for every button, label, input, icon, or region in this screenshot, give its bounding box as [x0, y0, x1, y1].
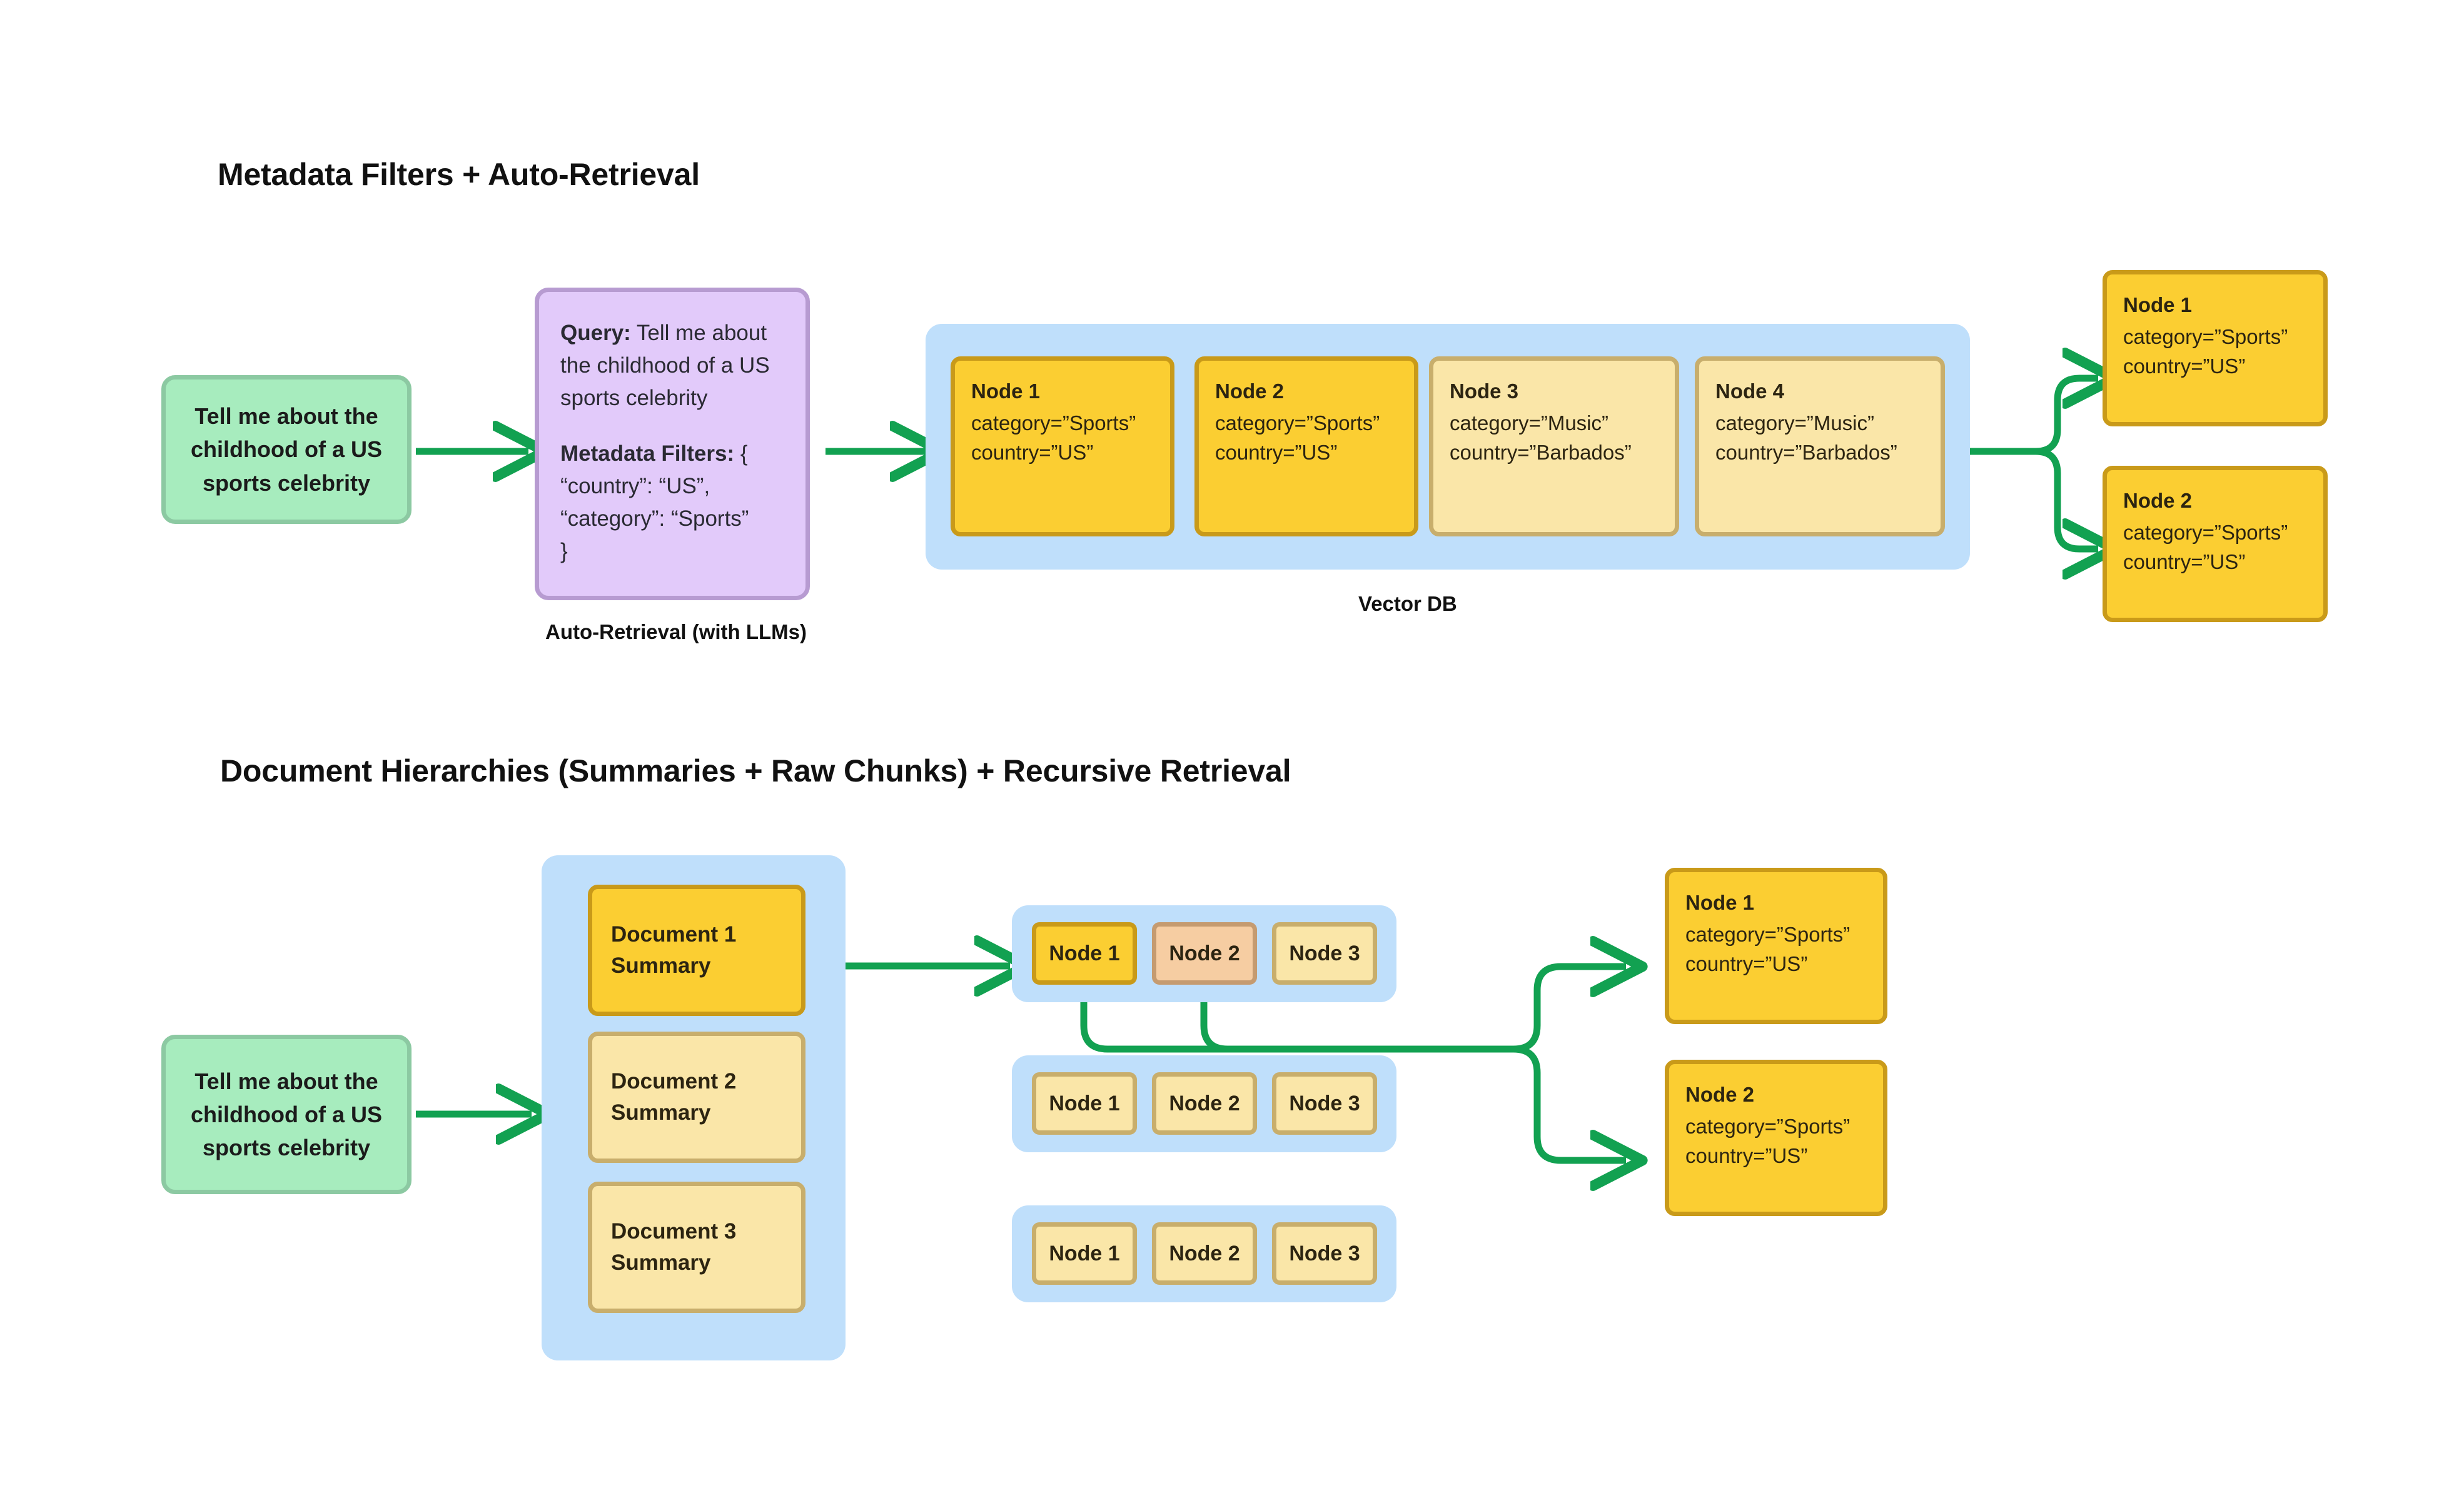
- document-2-summary[interactable]: Document 2 Summary: [588, 1032, 805, 1163]
- document-1-line1: Document 1: [611, 922, 737, 947]
- chunk-row-3-node-1-label: Node 1: [1049, 1241, 1120, 1265]
- result2-node-1-country: country=”US”: [1685, 952, 1808, 975]
- chunk-row-1-node-3-label: Node 3: [1289, 941, 1360, 965]
- vectordb-node-3-country: country=”Barbados”: [1450, 440, 1632, 464]
- result2-node-1-category: category=”Sports”: [1685, 922, 1851, 946]
- vectordb-node-1-category: category=”Sports”: [971, 411, 1136, 435]
- query-label: Query:: [560, 321, 631, 345]
- vectordb-node-2-category: category=”Sports”: [1215, 411, 1380, 435]
- result-node-2-section2[interactable]: Node 2 category=”Sports” country=”US”: [1665, 1060, 1887, 1216]
- arrow-chunk-node2-down: [1200, 1002, 1513, 1053]
- vectordb-node-3[interactable]: Node 3 category=”Music” country=”Barbado…: [1429, 356, 1679, 536]
- vectordb-node-3-category: category=”Music”: [1450, 411, 1608, 435]
- result-node-1-country: country=”US”: [2123, 354, 2246, 378]
- chunk-row-3-node-2-label: Node 2: [1169, 1241, 1240, 1265]
- chunk-row-3-node-3[interactable]: Node 3: [1272, 1222, 1377, 1285]
- vectordb-node-1-country: country=”US”: [971, 440, 1094, 464]
- chunk-row-2-node-3[interactable]: Node 3: [1272, 1072, 1377, 1135]
- vectordb-node-3-title: Node 3: [1450, 380, 1519, 403]
- result-node-1-section1[interactable]: Node 1 category=”Sports” country=”US”: [2103, 270, 2328, 426]
- metadata-filter-close: }: [560, 538, 568, 563]
- vectordb-node-4-title: Node 4: [1715, 380, 1785, 403]
- chunk-row-3-node-3-label: Node 3: [1289, 1241, 1360, 1265]
- arrow-chunk-node1-down: [1080, 1002, 1513, 1053]
- metadata-filter-category: “category”: “Sports”: [560, 506, 749, 531]
- chunk-row-3-node-2[interactable]: Node 2: [1152, 1222, 1257, 1285]
- document-3-summary[interactable]: Document 3 Summary: [588, 1182, 805, 1313]
- document-3-line2: Summary: [611, 1250, 711, 1275]
- chunk-row-2-node-2[interactable]: Node 2: [1152, 1072, 1257, 1135]
- section-title-metadata-filters: Metadata Filters + Auto-Retrieval: [218, 157, 700, 192]
- chunk-row-2-node-1-label: Node 1: [1049, 1091, 1120, 1115]
- document-2-line2: Summary: [611, 1100, 711, 1125]
- query-text: Tell me about the childhood of a US spor…: [560, 321, 770, 410]
- document-2-line1: Document 2: [611, 1069, 737, 1094]
- vectordb-node-4[interactable]: Node 4 category=”Music” country=”Barbado…: [1695, 356, 1945, 536]
- arrow-chunks-fork-bottom: [1513, 1045, 1626, 1160]
- auto-retrieval-query-line: Query: Tell me about the childhood of a …: [560, 317, 785, 414]
- document-1-summary[interactable]: Document 1 Summary: [588, 885, 805, 1016]
- chunk-row-1-node-1[interactable]: Node 1: [1032, 922, 1137, 985]
- arrow-vectordb-fork-bottom: [2035, 448, 2098, 549]
- vectordb-node-4-country: country=”Barbados”: [1715, 440, 1897, 464]
- auto-retrieval-caption: Auto-Retrieval (with LLMs): [545, 620, 807, 643]
- vectordb-node-4-category: category=”Music”: [1715, 411, 1874, 435]
- vectordb-node-2-title: Node 2: [1215, 380, 1285, 403]
- auto-retrieval-box: Query: Tell me about the childhood of a …: [535, 288, 810, 600]
- result2-node-2-country: country=”US”: [1685, 1144, 1808, 1167]
- arrow-vectordb-fork-top: [1970, 378, 2098, 455]
- query-box-text-2: Tell me about the childhood of a US spor…: [191, 1068, 382, 1161]
- chunk-row-1-node-3[interactable]: Node 3: [1272, 922, 1377, 985]
- result-node-2-title: Node 2: [2123, 489, 2193, 512]
- chunk-row-1-node-1-label: Node 1: [1049, 941, 1120, 965]
- result-node-1-section2[interactable]: Node 1 category=”Sports” country=”US”: [1665, 868, 1887, 1024]
- metadata-filters-line: Metadata Filters: {: [560, 438, 785, 470]
- vectordb-node-2-country: country=”US”: [1215, 440, 1338, 464]
- vectordb-node-1-title: Node 1: [971, 380, 1041, 403]
- spacer: [560, 414, 785, 438]
- result-node-2-category: category=”Sports”: [2123, 520, 2288, 544]
- query-box-text: Tell me about the childhood of a US spor…: [191, 403, 382, 496]
- metadata-filters-label: Metadata Filters:: [560, 441, 735, 466]
- result-node-1-category: category=”Sports”: [2123, 324, 2288, 348]
- result-node-1-title: Node 1: [2123, 293, 2193, 316]
- result2-node-1-title: Node 1: [1685, 891, 1755, 914]
- arrow-chunks-fork-top: [1513, 967, 1626, 1053]
- document-3-line1: Document 3: [611, 1219, 737, 1244]
- chunk-row-1-node-2-label: Node 2: [1169, 941, 1240, 965]
- result-node-2-section1[interactable]: Node 2 category=”Sports” country=”US”: [2103, 466, 2328, 622]
- metadata-filter-country: “country”: “US”,: [560, 474, 710, 499]
- chunk-row-2-node-2-label: Node 2: [1169, 1091, 1240, 1115]
- result2-node-2-title: Node 2: [1685, 1083, 1755, 1106]
- query-box-section2: Tell me about the childhood of a US spor…: [161, 1035, 412, 1194]
- document-1-line2: Summary: [611, 953, 711, 978]
- result-node-2-country: country=”US”: [2123, 550, 2246, 573]
- query-box-section1: Tell me about the childhood of a US spor…: [161, 375, 412, 524]
- vectordb-node-2[interactable]: Node 2 category=”Sports” country=”US”: [1194, 356, 1418, 536]
- chunk-row-2-node-3-label: Node 3: [1289, 1091, 1360, 1115]
- chunk-row-1-node-2[interactable]: Node 2: [1152, 922, 1257, 985]
- chunk-row-3-node-1[interactable]: Node 1: [1032, 1222, 1137, 1285]
- result2-node-2-category: category=”Sports”: [1685, 1114, 1851, 1138]
- vectordb-node-1[interactable]: Node 1 category=”Sports” country=”US”: [951, 356, 1174, 536]
- vector-db-caption: Vector DB: [1358, 592, 1457, 615]
- metadata-filters-open: {: [734, 441, 748, 466]
- chunk-row-2-node-1[interactable]: Node 1: [1032, 1072, 1137, 1135]
- section-title-document-hierarchies: Document Hierarchies (Summaries + Raw Ch…: [220, 753, 1291, 788]
